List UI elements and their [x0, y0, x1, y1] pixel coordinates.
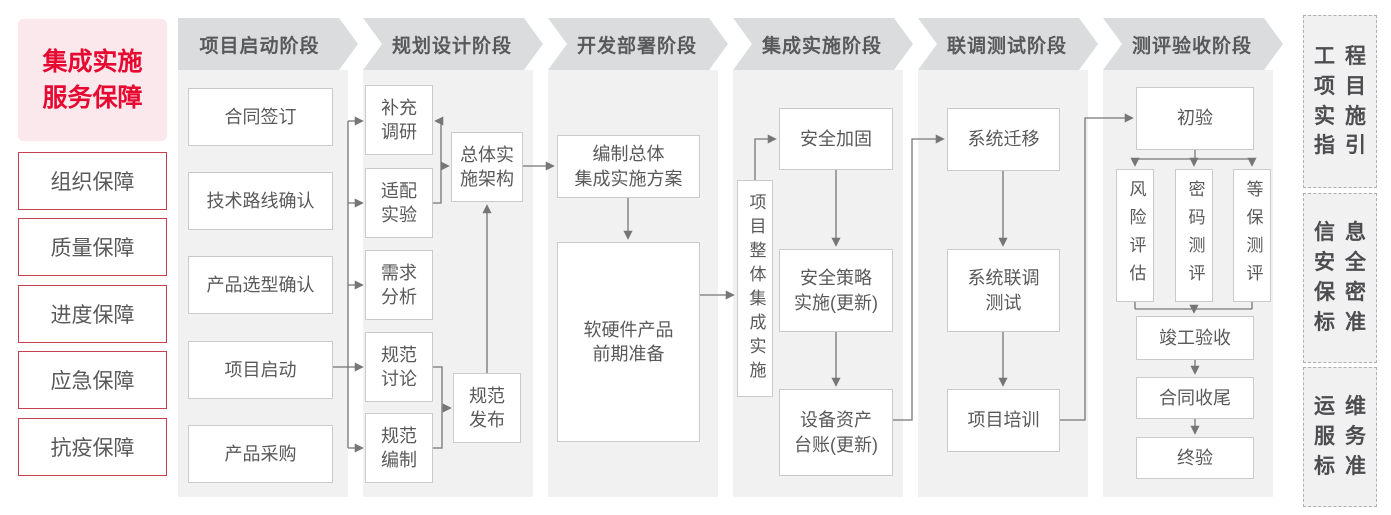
node-asset-ledger-update: 设备资产 台账(更新) [779, 389, 893, 476]
node-adaptation-experiment: 适配 实验 [365, 168, 433, 238]
ref-infosec-secrecy-standard: 信息 安全 保密 标准 [1303, 193, 1377, 363]
node-security-hardening: 安全加固 [779, 108, 893, 170]
ref-ops-service-standard: 运维 服务 标准 [1303, 367, 1377, 507]
node-mlps-evaluation: 等保测评 [1233, 169, 1271, 302]
node-crypto-evaluation: 密码测评 [1175, 169, 1213, 302]
node-risk-assessment: 风险评估 [1116, 169, 1154, 302]
phase-banner-joint-testing: 联调测试阶段 [918, 18, 1098, 70]
node-supplement-research: 补充 调研 [365, 85, 433, 155]
node-project-kickoff: 项目启动 [188, 341, 333, 399]
node-security-policy-impl: 安全策略 实施(更新) [779, 249, 893, 332]
node-spec-release: 规范 发布 [453, 373, 521, 443]
node-initial-acceptance: 初验 [1136, 87, 1254, 150]
phase-banner-project-kickoff: 项目启动阶段 [178, 18, 358, 70]
sidebar-item-schedule: 进度保障 [18, 285, 167, 343]
node-product-select-confirm: 产品选型确认 [188, 256, 333, 314]
node-system-joint-test: 系统联调 测试 [947, 249, 1060, 332]
node-final-acceptance: 终验 [1136, 437, 1254, 479]
sidebar-item-emergency: 应急保障 [18, 351, 167, 409]
node-spec-discussion: 规范 讨论 [365, 332, 433, 402]
phase-banner-dev-deployment: 开发部署阶段 [548, 18, 728, 70]
node-tech-route-confirm: 技术路线确认 [188, 172, 333, 230]
node-completion-acceptance: 竣工验收 [1136, 316, 1254, 360]
node-hw-sw-preparation: 软硬件产品 前期准备 [557, 242, 700, 442]
phase-banner-integration-impl: 集成实施阶段 [733, 18, 913, 70]
node-product-purchase: 产品采购 [188, 425, 333, 483]
ref-engineering-project-guide: 工程 项目 实施 指引 [1303, 15, 1377, 188]
node-overall-impl-architecture: 总体实 施架构 [451, 132, 523, 202]
node-contract-closure: 合同收尾 [1136, 377, 1254, 419]
node-contract-sign: 合同签订 [188, 88, 333, 146]
sidebar-item-quality: 质量保障 [18, 218, 167, 276]
sidebar-title: 集成实施 服务保障 [18, 19, 167, 141]
node-project-overall-integration: 项目整体集成实施 [737, 180, 773, 397]
phase-banner-eval-acceptance: 测评验收阶段 [1103, 18, 1283, 70]
node-requirement-analysis: 需求 分析 [365, 250, 433, 320]
node-project-training: 项目培训 [947, 389, 1060, 452]
node-spec-compilation: 规范 编制 [365, 413, 433, 483]
phase-banner-planning-design: 规划设计阶段 [363, 18, 543, 70]
sidebar-item-organization: 组织保障 [18, 152, 167, 210]
sidebar-item-anti-epidemic: 抗疫保障 [18, 418, 167, 476]
node-system-migration: 系统迁移 [947, 108, 1060, 171]
node-overall-integration-plan: 编制总体 集成实施方案 [557, 135, 700, 198]
